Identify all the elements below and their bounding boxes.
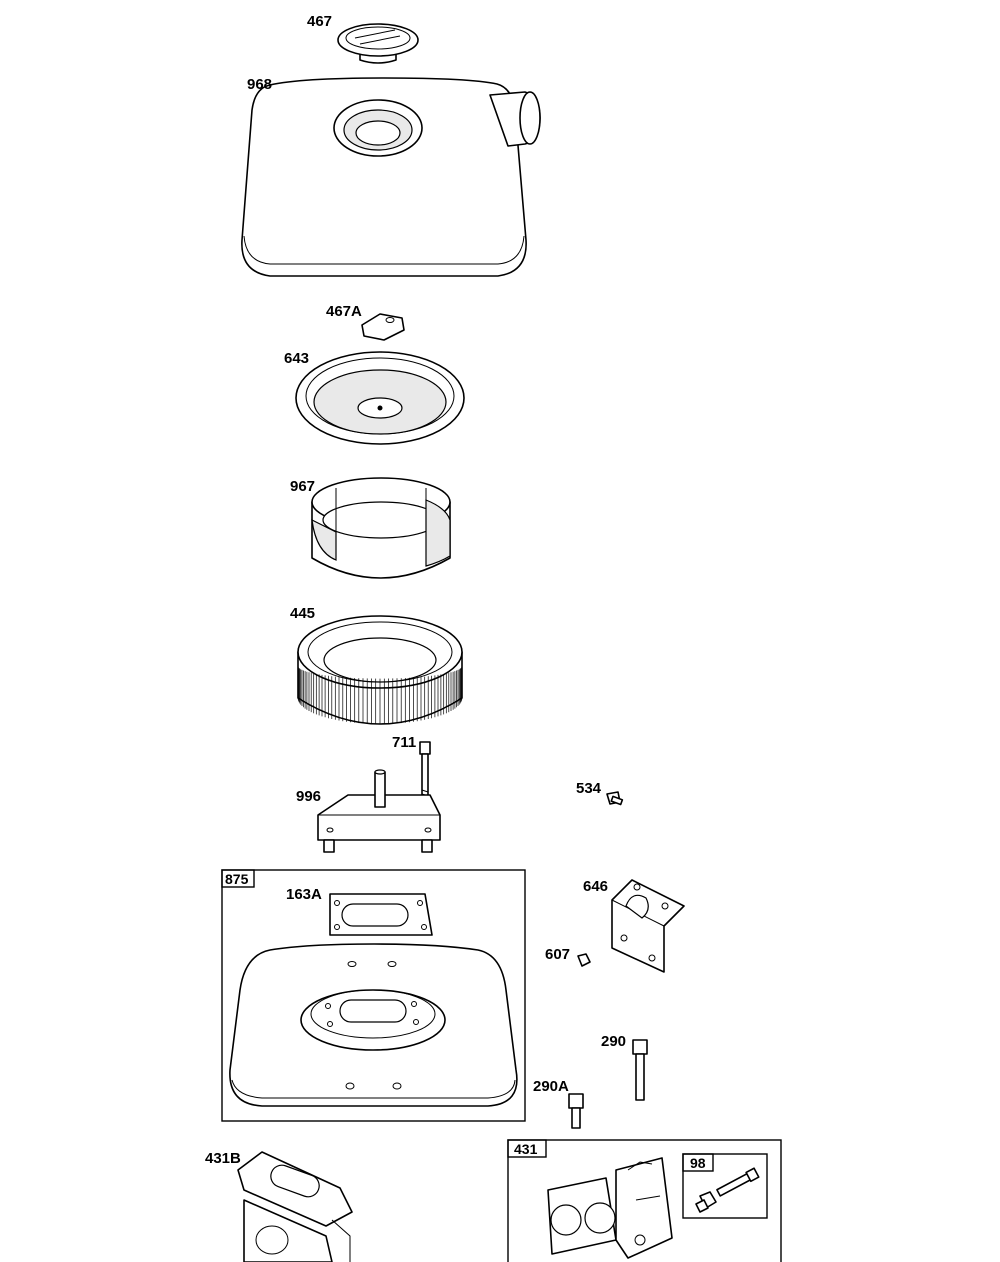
box-label-98[interactable]: 98 xyxy=(690,1155,706,1171)
kit-box-98 xyxy=(682,1153,768,1219)
box-label-431[interactable]: 431 xyxy=(514,1141,538,1157)
callout-996[interactable]: 996 xyxy=(296,788,321,805)
callout-445[interactable]: 445 xyxy=(290,605,315,622)
callout-968[interactable]: 968 xyxy=(247,76,272,93)
part-607-nut-drawing[interactable] xyxy=(577,953,591,967)
part-534-screw-drawing[interactable] xyxy=(606,791,624,806)
callout-607[interactable]: 607 xyxy=(545,946,570,963)
callout-643[interactable]: 643 xyxy=(284,350,309,367)
callout-431b[interactable]: 431B xyxy=(205,1150,241,1167)
part-646-bracket-drawing[interactable] xyxy=(611,879,685,973)
part-968-cover-drawing[interactable] xyxy=(241,77,541,277)
part-967-precleaner-drawing[interactable] xyxy=(311,477,451,579)
part-996-base-drawing[interactable] xyxy=(317,769,441,853)
part-467-cap-drawing[interactable] xyxy=(337,23,419,64)
callout-290a[interactable]: 290A xyxy=(533,1078,569,1095)
part-290-bolt-drawing[interactable] xyxy=(632,1039,648,1101)
part-643-dish-drawing[interactable] xyxy=(295,351,465,445)
callout-467[interactable]: 467 xyxy=(307,13,332,30)
callout-534[interactable]: 534 xyxy=(576,780,602,797)
part-431b-adapter-drawing[interactable] xyxy=(237,1151,353,1262)
part-290a-bolt-drawing[interactable] xyxy=(568,1093,584,1129)
part-431-carburetor-drawing[interactable] xyxy=(547,1157,673,1259)
callout-467a[interactable]: 467A xyxy=(326,303,362,320)
part-875-baseplate-drawing[interactable] xyxy=(229,943,518,1107)
kit-box-875 xyxy=(221,869,526,1122)
part-445-filter-drawing[interactable] xyxy=(297,615,463,725)
callout-711[interactable]: 711 xyxy=(392,734,416,751)
part-467a-knob-drawing[interactable] xyxy=(361,313,405,341)
box-label-875[interactable]: 875 xyxy=(225,871,249,887)
callout-163a[interactable]: 163A xyxy=(286,886,322,903)
part-98-screw-kit-drawing[interactable] xyxy=(695,1167,760,1213)
callout-290[interactable]: 290 xyxy=(601,1033,626,1050)
callout-967[interactable]: 967 xyxy=(290,478,315,495)
kit-box-431 xyxy=(507,1139,782,1262)
callout-646[interactable]: 646 xyxy=(583,878,608,895)
part-163a-gasket-drawing[interactable] xyxy=(329,893,433,936)
